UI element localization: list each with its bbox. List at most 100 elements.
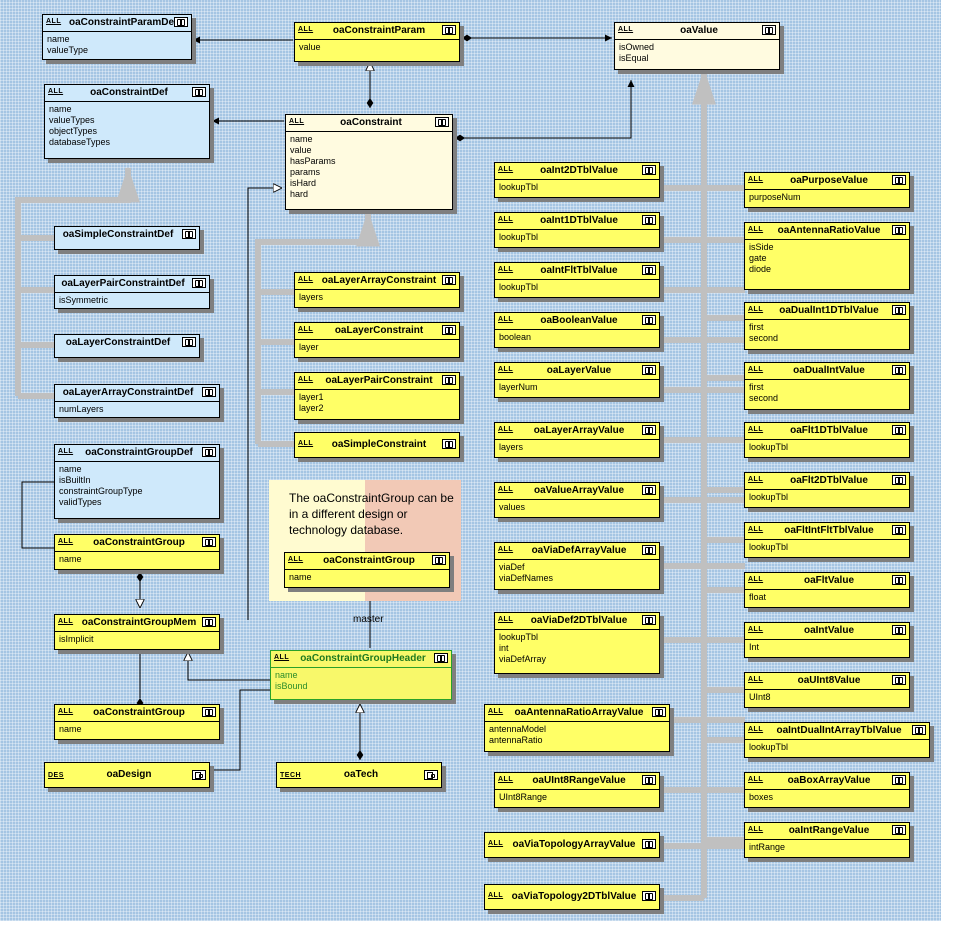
- class-name: oaAntennaRatioValue: [777, 225, 881, 236]
- class-oaLayerPairConstraintDef[interactable]: oaLayerPairConstraintDef isSymmetric: [54, 275, 210, 309]
- class-name: oaLayerArrayConstraintDef: [62, 387, 194, 398]
- class-name: oaUInt8Value: [797, 675, 861, 686]
- class-icon: [892, 365, 906, 375]
- class-name: oaSimpleConstraint: [331, 439, 427, 450]
- class-oaSimpleConstraintDef[interactable]: oaSimpleConstraintDef: [54, 226, 200, 250]
- class-icon: [892, 825, 906, 835]
- attribute: isHard: [290, 178, 317, 188]
- attribute-list: Int: [745, 640, 909, 655]
- class-header: oaLayerConstraintDef: [55, 335, 199, 351]
- stereotype-label: ALL: [748, 526, 764, 533]
- class-icon: [192, 278, 206, 288]
- attribute-list: name: [55, 552, 219, 567]
- stereotype-label: ALL: [48, 88, 64, 95]
- attribute: numLayers: [59, 404, 104, 414]
- component-icon: [424, 770, 438, 780]
- class-name: oaDualIntValue: [793, 365, 865, 376]
- class-oaLayerArrayConstraintDef[interactable]: oaLayerArrayConstraintDef numLayers: [54, 384, 220, 418]
- class-oaLayerConstraintDef[interactable]: oaLayerConstraintDef: [54, 334, 200, 358]
- class-icon: [642, 315, 656, 325]
- attribute-list: layers: [295, 290, 459, 305]
- attribute: purposeNum: [749, 192, 801, 202]
- stereotype-label: ALL: [488, 708, 504, 715]
- class-icon: [435, 117, 449, 127]
- attribute: hasParams: [290, 156, 336, 166]
- class-name: oaUInt8RangeValue: [532, 775, 626, 786]
- stereotype-label: ALL: [748, 576, 764, 583]
- stereotype-label: ALL: [288, 556, 304, 563]
- class-name: oaInt1DTblValue: [540, 215, 618, 226]
- class-oaIntRangeValue[interactable]: ALL oaIntRangeValue intRange: [744, 822, 910, 858]
- class-name: oaIntRangeValue: [788, 825, 870, 836]
- class-icon: [202, 387, 216, 397]
- attribute-list: intRange: [745, 840, 909, 855]
- note-text: The oaConstraintGroup can be in a differ…: [289, 491, 454, 537]
- class-name: oaSimpleConstraintDef: [62, 229, 174, 240]
- attribute: isBuiltIn: [59, 475, 91, 485]
- attribute: isSide: [749, 242, 774, 252]
- class-name: oaFlt1DTblValue: [790, 425, 868, 436]
- stereotype-label: ALL: [498, 616, 514, 623]
- stereotype-label: ALL: [748, 366, 764, 373]
- attribute: databaseTypes: [49, 137, 111, 147]
- attribute: name: [47, 34, 70, 44]
- attribute: isSymmetric: [59, 295, 108, 305]
- attribute: lookupTbl: [499, 232, 539, 242]
- stereotype-label: ALL: [748, 826, 764, 833]
- class-name: oaLayerPairConstraintDef: [61, 278, 185, 289]
- stereotype-label: ALL: [498, 776, 514, 783]
- stereotype-label: ALL: [748, 626, 764, 633]
- class-name: oaConstraintDef: [90, 87, 168, 98]
